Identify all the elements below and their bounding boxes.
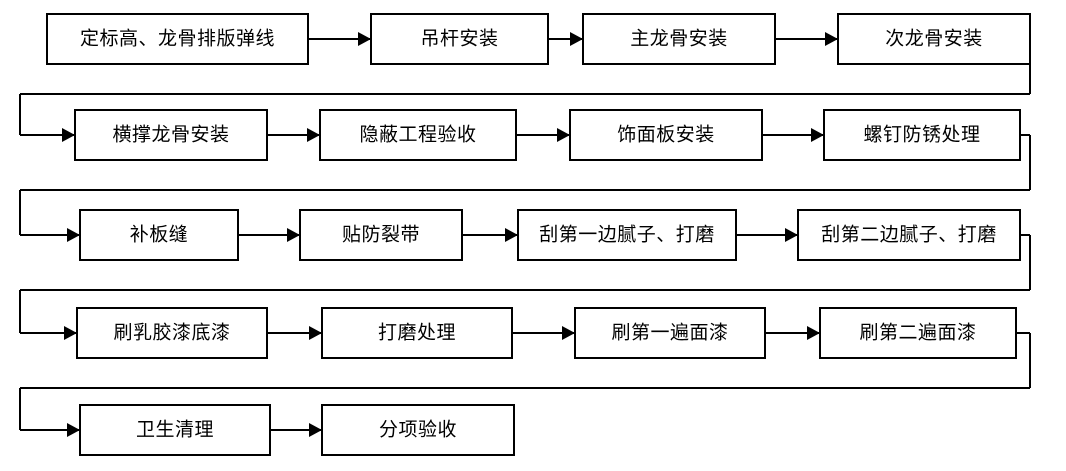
process-node-label: 打磨处理 bbox=[378, 321, 456, 343]
arrow-head-icon bbox=[811, 128, 824, 142]
process-node-label: 卫生清理 bbox=[136, 418, 214, 440]
process-node-label: 饰面板安装 bbox=[617, 123, 715, 145]
process-node-box[interactable] bbox=[819, 307, 1017, 359]
process-node-box[interactable] bbox=[321, 404, 515, 456]
arrow-head-icon bbox=[562, 326, 575, 340]
arrow-head-icon bbox=[570, 32, 583, 46]
process-node[interactable]: 饰面板安装 bbox=[569, 109, 763, 161]
arrow-head-icon bbox=[309, 326, 322, 340]
process-node-label: 刷乳胶漆底漆 bbox=[113, 321, 230, 343]
process-node-label: 主龙骨安装 bbox=[630, 27, 728, 49]
process-node[interactable]: 吊杆安装 bbox=[370, 13, 549, 65]
process-node-box[interactable] bbox=[370, 13, 549, 65]
process-node[interactable]: 横撑龙骨安装 bbox=[74, 109, 268, 161]
arrow-head-icon bbox=[785, 228, 798, 242]
process-node-box[interactable] bbox=[837, 13, 1031, 65]
arrow-head-icon bbox=[825, 32, 838, 46]
process-node-box[interactable] bbox=[582, 13, 776, 65]
arrow-head-icon bbox=[807, 326, 820, 340]
process-node-label: 吊杆安装 bbox=[420, 27, 498, 49]
process-node-label: 螺钉防锈处理 bbox=[863, 123, 980, 145]
process-node-label: 次龙骨安装 bbox=[885, 27, 983, 49]
arrow-head-icon bbox=[505, 228, 518, 242]
process-node-box[interactable] bbox=[574, 307, 766, 359]
process-node-label: 分项验收 bbox=[379, 418, 457, 440]
process-node[interactable]: 刷第二遍面漆 bbox=[819, 307, 1017, 359]
process-node[interactable]: 主龙骨安装 bbox=[582, 13, 776, 65]
process-node-box[interactable] bbox=[79, 404, 271, 456]
process-node[interactable]: 定标高、龙骨排版弹线 bbox=[46, 13, 309, 65]
process-node-box[interactable] bbox=[321, 307, 513, 359]
process-node-label: 贴防裂带 bbox=[342, 223, 420, 245]
process-node-box[interactable] bbox=[46, 13, 309, 65]
process-node-box[interactable] bbox=[319, 109, 517, 161]
process-node-box[interactable] bbox=[79, 209, 239, 261]
process-node[interactable]: 贴防裂带 bbox=[299, 209, 463, 261]
arrow-head-icon bbox=[307, 128, 320, 142]
process-node-box[interactable] bbox=[517, 209, 737, 261]
process-node[interactable]: 打磨处理 bbox=[321, 307, 513, 359]
process-node[interactable]: 隐蔽工程验收 bbox=[319, 109, 517, 161]
process-node-label: 刮第二边腻子、打磨 bbox=[821, 223, 997, 245]
process-node[interactable]: 螺钉防锈处理 bbox=[823, 109, 1021, 161]
process-node-label: 补板缝 bbox=[130, 223, 189, 245]
arrow-head-icon bbox=[64, 326, 77, 340]
process-node[interactable]: 补板缝 bbox=[79, 209, 239, 261]
process-node[interactable]: 卫生清理 bbox=[79, 404, 271, 456]
process-node[interactable]: 刷乳胶漆底漆 bbox=[76, 307, 268, 359]
process-node[interactable]: 刷第一遍面漆 bbox=[574, 307, 766, 359]
arrow-head-icon bbox=[287, 228, 300, 242]
arrow-head-icon bbox=[67, 228, 80, 242]
process-node[interactable]: 刮第一边腻子、打磨 bbox=[517, 209, 737, 261]
arrow-head-icon bbox=[309, 423, 322, 437]
process-node-label: 刷第一遍面漆 bbox=[611, 321, 728, 343]
process-node-label: 刷第二遍面漆 bbox=[859, 321, 976, 343]
process-node[interactable]: 刮第二边腻子、打磨 bbox=[797, 209, 1021, 261]
arrow-head-icon bbox=[557, 128, 570, 142]
process-node-box[interactable] bbox=[299, 209, 463, 261]
process-node-label: 隐蔽工程验收 bbox=[359, 123, 476, 145]
process-node-box[interactable] bbox=[797, 209, 1021, 261]
process-node-box[interactable] bbox=[823, 109, 1021, 161]
process-node-label: 刮第一边腻子、打磨 bbox=[539, 223, 715, 245]
process-node-label: 横撑龙骨安装 bbox=[112, 123, 229, 145]
process-node-box[interactable] bbox=[74, 109, 268, 161]
process-node[interactable]: 次龙骨安装 bbox=[837, 13, 1031, 65]
process-node-label: 定标高、龙骨排版弹线 bbox=[80, 27, 275, 49]
connector-layer bbox=[19, 32, 1031, 437]
arrow-head-icon bbox=[62, 128, 75, 142]
process-node[interactable]: 分项验收 bbox=[321, 404, 515, 456]
arrow-head-icon bbox=[358, 32, 371, 46]
process-node-box[interactable] bbox=[569, 109, 763, 161]
arrow-head-icon bbox=[67, 423, 80, 437]
process-node-box[interactable] bbox=[76, 307, 268, 359]
